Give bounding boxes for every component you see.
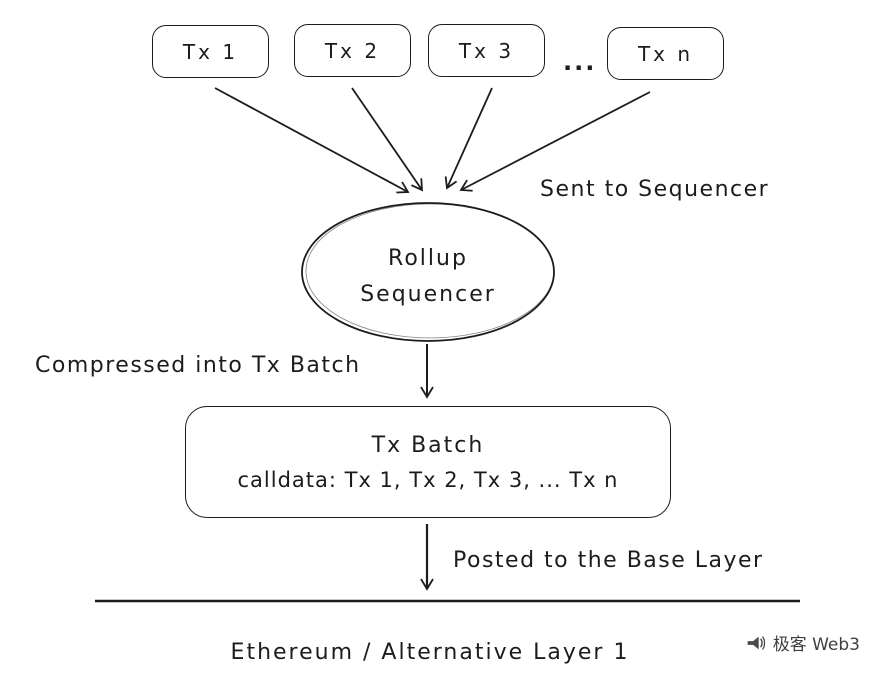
- tx-batch-box: Tx Batch calldata: Tx 1, Tx 2, Tx 3, ...…: [185, 406, 671, 518]
- tx-box-1-label: Tx 1: [182, 39, 239, 64]
- arrow-txn-to-sequencer: [459, 91, 651, 192]
- base-layer-label: Ethereum / Alternative Layer 1: [230, 640, 630, 665]
- arrow-tx2-to-sequencer: [351, 87, 423, 192]
- posted-to-base-layer-label: Posted to the Base Layer: [453, 548, 764, 573]
- tx-box-2-label: Tx 2: [324, 38, 381, 63]
- geek-web3-logo-icon: [747, 635, 765, 650]
- sequencer-label: Rollup Sequencer: [318, 241, 538, 313]
- sequencer-ellipse-sketch-stroke: [305, 203, 555, 339]
- tx-box-n-label: Tx n: [637, 41, 694, 66]
- arrow-tx1-to-sequencer: [214, 87, 410, 194]
- tx-batch-title: Tx Batch: [371, 432, 485, 458]
- tx-box-3: Tx 3: [428, 24, 545, 77]
- sent-to-sequencer-label: Sent to Sequencer: [540, 177, 770, 202]
- tx-ellipsis: ...: [563, 48, 597, 76]
- watermark-text: 极客 Web3: [772, 635, 860, 655]
- watermark: 极客 Web3: [744, 630, 860, 655]
- arrow-tx3-to-sequencer: [444, 87, 493, 190]
- compressed-into-batch-label: Compressed into Tx Batch: [35, 353, 361, 378]
- tx-box-2: Tx 2: [294, 24, 411, 77]
- tx-box-3-label: Tx 3: [458, 38, 515, 63]
- sequencer-label-line2: Sequencer: [360, 282, 496, 307]
- sequencer-label-line1: Rollup: [388, 246, 468, 271]
- tx-box-1: Tx 1: [152, 25, 269, 78]
- tx-box-n: Tx n: [607, 27, 724, 80]
- tx-batch-calldata: calldata: Tx 1, Tx 2, Tx 3, ... Tx n: [237, 467, 619, 492]
